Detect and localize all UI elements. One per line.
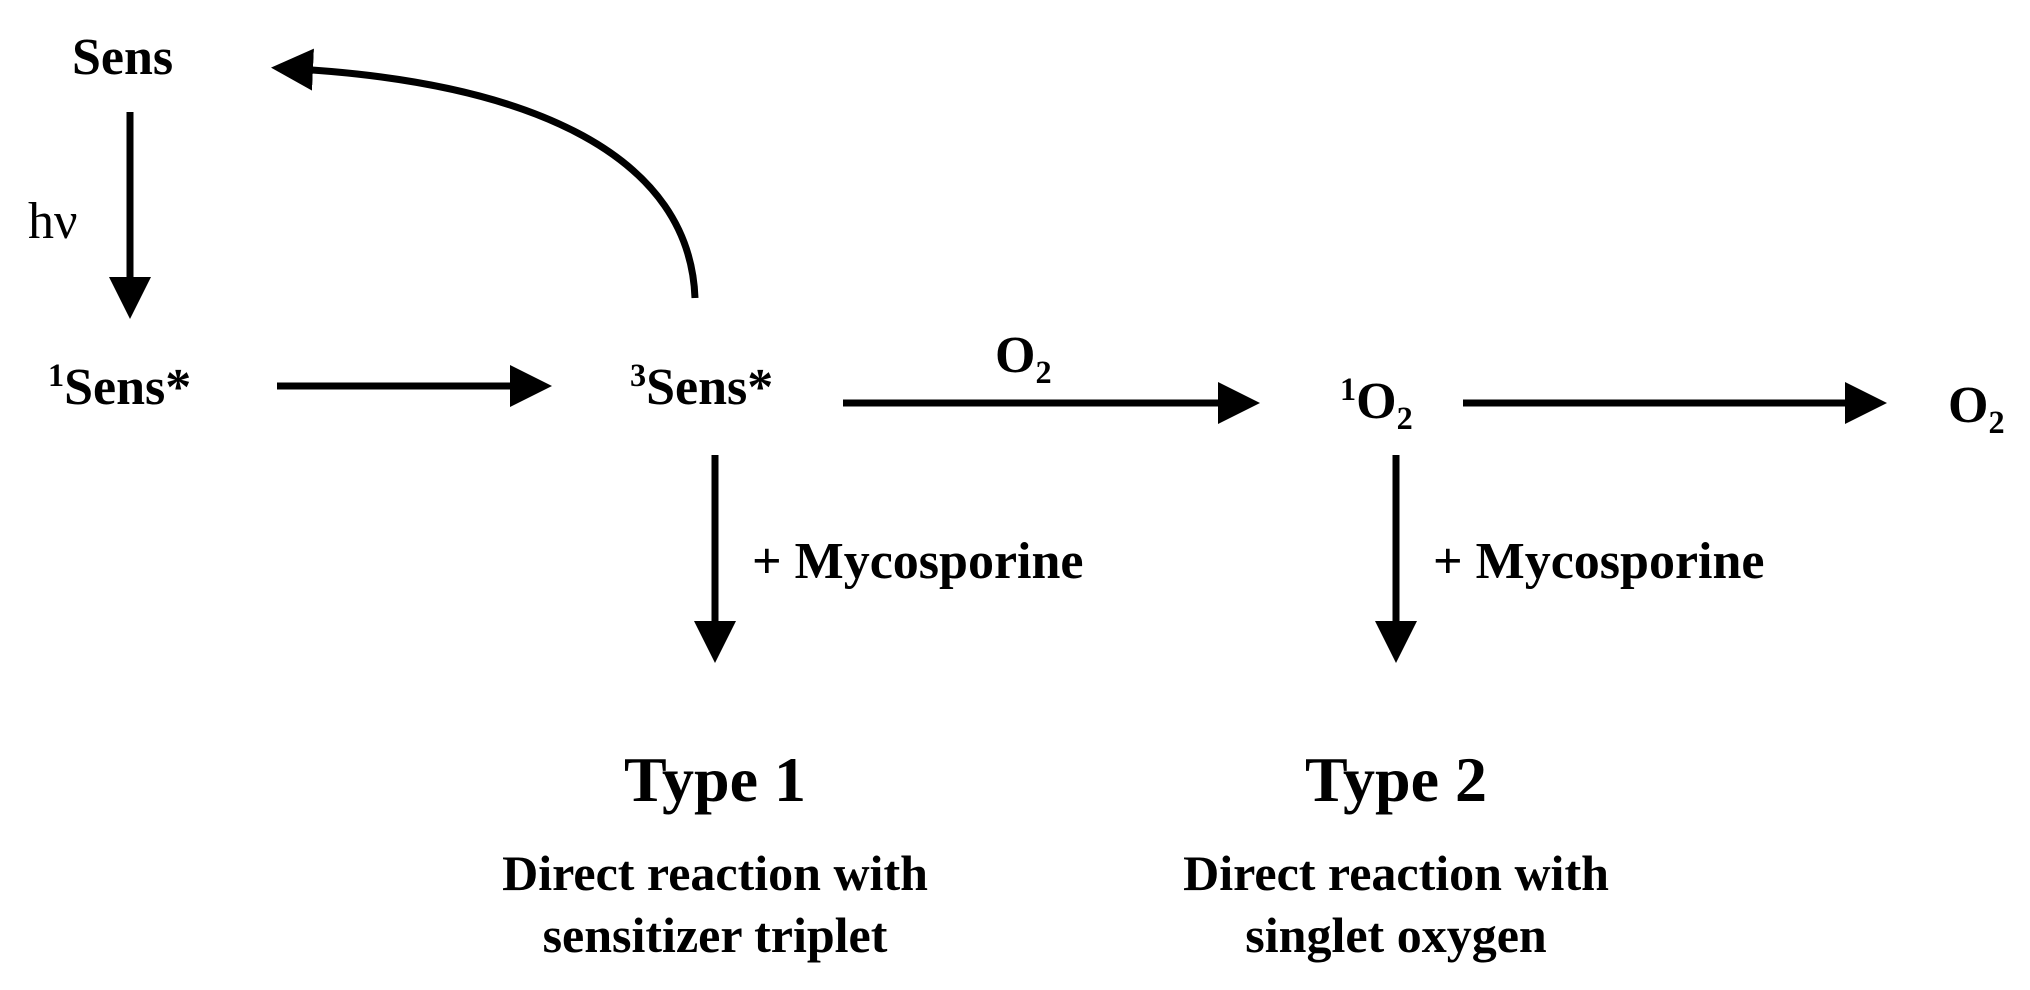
edge-label-mycosporine-type2-text: + Mycosporine [1433,533,1765,590]
node-singlet-oxygen-subscript: 2 [1396,400,1413,437]
edge-label-excitation: hν [28,196,78,248]
type1-title: Type 1 [624,748,806,812]
node-oxygen-product-subscript: 2 [1988,404,2005,441]
edge-label-oxygen-reactant-subscript: 2 [1035,354,1052,391]
edge-label-oxygen-reactant: O2 [995,327,1052,389]
edge-label-oxygen-reactant-text: O [995,327,1036,384]
edge-label-excitation-text: hν [28,193,78,250]
type2-title-text: Type 2 [1305,744,1487,815]
node-singlet-sens: 1Sens* [48,359,192,416]
node-oxygen-product-text: O [1948,377,1989,434]
node-triplet-sens: 3Sens* [630,359,774,416]
node-singlet-oxygen: 1O2 [1340,373,1413,434]
node-singlet-sens-superscript: 1 [48,357,65,394]
edge-label-mycosporine-type1: + Mycosporine [752,536,1083,588]
node-singlet-sens-text: Sens* [64,359,192,416]
type1-description-line2: sensitizer triplet [542,907,888,963]
node-triplet-sens-text: Sens* [646,359,774,416]
node-triplet-sens-superscript: 3 [630,357,647,394]
type2-description: Direct reaction with singlet oxygen [1183,842,1609,966]
type1-description: Direct reaction with sensitizer triplet [502,842,928,966]
node-sens: Sens [72,32,173,84]
type1-description-line1: Direct reaction with [502,845,928,901]
type2-title: Type 2 [1305,748,1487,812]
edge-label-mycosporine-type1-text: + Mycosporine [752,533,1084,590]
node-singlet-oxygen-text: O [1356,373,1397,430]
node-singlet-oxygen-superscript: 1 [1340,371,1357,408]
type2-description-line1: Direct reaction with [1183,845,1609,901]
type2-description-line2: singlet oxygen [1245,907,1547,963]
node-sens-text: Sens [72,29,174,86]
edge-label-mycosporine-type2: + Mycosporine [1433,536,1764,588]
arrow-return-to-ground [271,48,699,299]
type1-title-text: Type 1 [624,744,806,815]
node-oxygen-product: O2 [1948,377,2005,439]
